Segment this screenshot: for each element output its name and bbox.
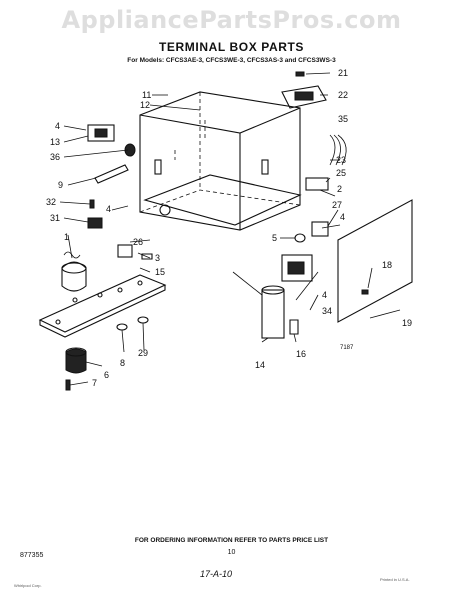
screw-21 [295, 71, 305, 77]
callout-3: 3 [155, 253, 160, 263]
callout-4c: 4 [340, 212, 345, 222]
fine-print-right: Printed in U.S.A. [380, 577, 410, 582]
callout-12: 12 [140, 100, 150, 110]
handwritten-date: 17-A-10 [200, 569, 233, 579]
callout-4b: 4 [106, 204, 111, 214]
contactor-34 [281, 254, 313, 282]
callout-7: 7 [92, 378, 97, 388]
callout-2: 2 [337, 184, 342, 194]
terminal-plate [38, 274, 167, 338]
fuse-holder [65, 347, 87, 374]
callout-9: 9 [58, 180, 63, 190]
callout-4a: 4 [55, 121, 60, 131]
relay-13 [87, 124, 115, 142]
callout-35: 35 [338, 114, 348, 124]
callout-29: 29 [138, 348, 148, 358]
switch-26 [117, 244, 133, 258]
bracket-9 [94, 164, 129, 184]
coil-part [61, 251, 87, 292]
callout-15: 15 [155, 267, 165, 277]
callout-16: 16 [296, 349, 306, 359]
capacitor-14 [261, 285, 285, 339]
cover-panel-19 [337, 199, 413, 323]
part-27 [311, 221, 329, 237]
screw-32 [89, 199, 95, 209]
bracket-16 [289, 319, 299, 335]
site-watermark: AppliancePartsPros.com [61, 6, 402, 34]
callout-27: 27 [332, 200, 342, 210]
callout-5: 5 [272, 233, 277, 243]
callout-18: 18 [382, 260, 392, 270]
callout-36: 36 [50, 152, 60, 162]
callout-32: 32 [46, 197, 56, 207]
callout-14: 14 [255, 360, 265, 370]
callout-21: 21 [338, 68, 348, 78]
part-5 [294, 233, 306, 243]
callout-19: 19 [402, 318, 412, 328]
callout-31: 31 [50, 213, 60, 223]
diagram-title: TERMINAL BOX PARTS [158, 40, 305, 54]
screw-7 [65, 379, 71, 391]
callout-25: 25 [336, 168, 346, 178]
ordering-note: FOR ORDERING INFORMATION REFER TO PARTS … [134, 537, 329, 544]
clip-3 [141, 253, 153, 260]
callout-4d: 4 [322, 290, 327, 300]
thermostat-22 [281, 85, 327, 109]
wire-harness-23 [329, 134, 347, 166]
relay-25 [305, 177, 329, 191]
callout-6: 6 [104, 370, 109, 380]
callout-26: 26 [133, 237, 143, 247]
leader-lines [59, 72, 401, 386]
terminal-strip-31 [87, 217, 103, 229]
washer-8 [116, 323, 128, 331]
figure-number: 7187 [340, 345, 354, 351]
callout-labels: 11 12 4 13 36 9 32 31 4 1 26 3 15 21 22 … [46, 68, 412, 388]
callout-22: 22 [338, 90, 348, 100]
screw-18 [361, 289, 369, 295]
callout-34: 34 [322, 306, 332, 316]
document-number: 877355 [20, 552, 44, 559]
callout-8: 8 [120, 358, 125, 368]
model-list: For Models: CFCS3AE-3, CFCS3WE-3, CFCS3A… [127, 57, 336, 64]
fine-print-left: Whirlpool Corp. [14, 583, 42, 588]
callout-13: 13 [50, 137, 60, 147]
callout-1: 1 [64, 232, 69, 242]
callout-23: 23 [336, 155, 346, 165]
page-number: 10 [227, 549, 236, 556]
cabinet-box [139, 91, 302, 231]
nut-29 [137, 316, 149, 324]
callout-11: 11 [142, 90, 151, 100]
